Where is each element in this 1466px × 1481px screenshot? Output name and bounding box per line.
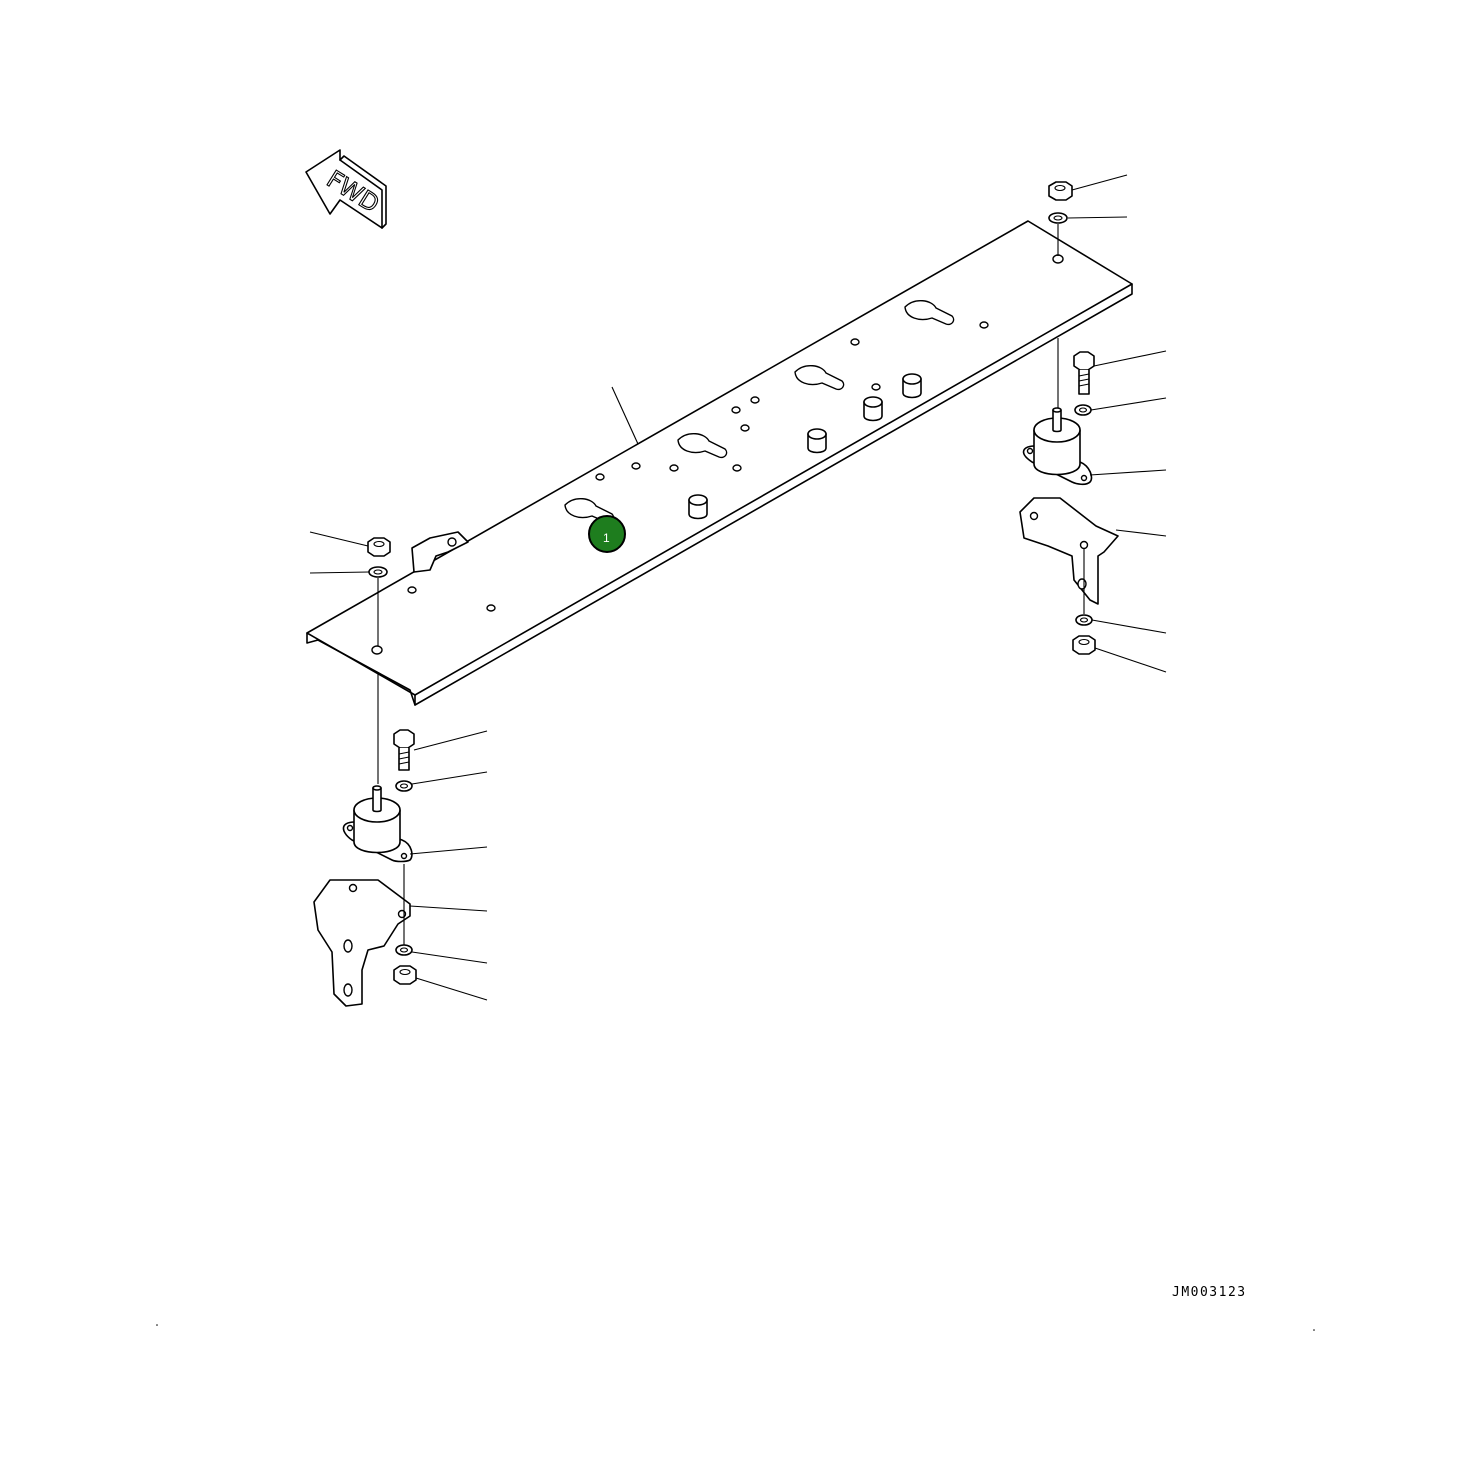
keyhole-slot — [677, 433, 728, 459]
standoff-spacer — [863, 396, 883, 422]
upper-right-washer — [1048, 212, 1068, 224]
left-upper-washer — [368, 566, 388, 578]
right-mounting-bracket — [1019, 497, 1119, 605]
forward-direction-arrow: FWD — [305, 149, 387, 229]
left-mounting-bracket — [313, 879, 411, 1007]
right-bolt — [1073, 351, 1095, 395]
left-lower-washer — [395, 944, 413, 956]
upper-right-nut — [1048, 181, 1073, 201]
direction-label: FWD — [322, 165, 384, 218]
left-washer — [395, 780, 413, 792]
mounting-plate — [306, 220, 1133, 706]
right-rubber-mount — [1022, 407, 1093, 486]
callout-marker-1[interactable]: 1 — [588, 515, 626, 553]
keyhole-slot — [794, 365, 845, 391]
right-lower-nut — [1072, 635, 1096, 655]
left-bolt — [393, 729, 415, 771]
keyhole-slot — [904, 300, 955, 326]
left-rubber-mount — [342, 785, 413, 863]
drawing-id: JM003123 — [1172, 1285, 1247, 1300]
left-lower-nut — [393, 965, 417, 985]
right-washer — [1074, 404, 1092, 416]
standoff-spacer — [902, 373, 922, 399]
left-upper-nut — [367, 537, 391, 557]
standoff-spacer — [688, 494, 708, 520]
right-lower-washer — [1075, 614, 1093, 626]
leader-line — [611, 386, 639, 445]
standoff-spacer — [807, 428, 827, 454]
callout-label: 1 — [603, 531, 610, 545]
